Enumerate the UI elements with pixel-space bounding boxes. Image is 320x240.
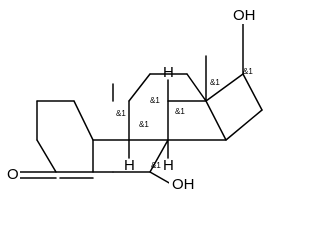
bond-c2 xyxy=(128,73,151,102)
bond-c4 xyxy=(186,73,207,102)
bond-d2 xyxy=(205,73,244,102)
atom-label-h-top: H xyxy=(163,64,174,81)
stereo-label: &1 xyxy=(151,161,161,170)
stereo-label: &1 xyxy=(243,67,253,76)
atom-label-ketone: O xyxy=(7,166,19,183)
bond-oh-bottom xyxy=(149,171,172,185)
bond-d3 xyxy=(242,73,263,111)
bond-lines xyxy=(19,19,263,185)
bond-d4 xyxy=(225,109,263,141)
stereo-labels: &1 &1 &1 &1 &1 &1 &1 xyxy=(116,67,253,170)
atom-label-oh-top: OH xyxy=(233,7,256,24)
bond-a4 xyxy=(36,139,57,173)
atom-label-h-mid: H xyxy=(163,157,174,174)
stereo-label: &1 xyxy=(116,109,126,118)
atom-labels: OH OH O H H H xyxy=(6,7,256,193)
stereo-label: &1 xyxy=(175,107,185,116)
atom-label-h-left: H xyxy=(124,157,135,174)
stereo-label: &1 xyxy=(139,120,149,129)
label-bg-oh-bottom xyxy=(169,177,195,193)
bond-a3 xyxy=(73,100,94,141)
stereo-label: &1 xyxy=(210,78,220,87)
label-bg-oh-top xyxy=(230,8,256,24)
bond-d1 xyxy=(205,100,227,141)
stereo-label: &1 xyxy=(150,96,160,105)
label-bg-ketone xyxy=(6,166,20,182)
atom-label-oh-bottom: OH xyxy=(172,176,195,193)
bond-b4 xyxy=(149,139,169,173)
steroid-structure-diagram: OH OH O H H H &1 &1 &1 &1 &1 &1 &1 xyxy=(6,7,263,193)
